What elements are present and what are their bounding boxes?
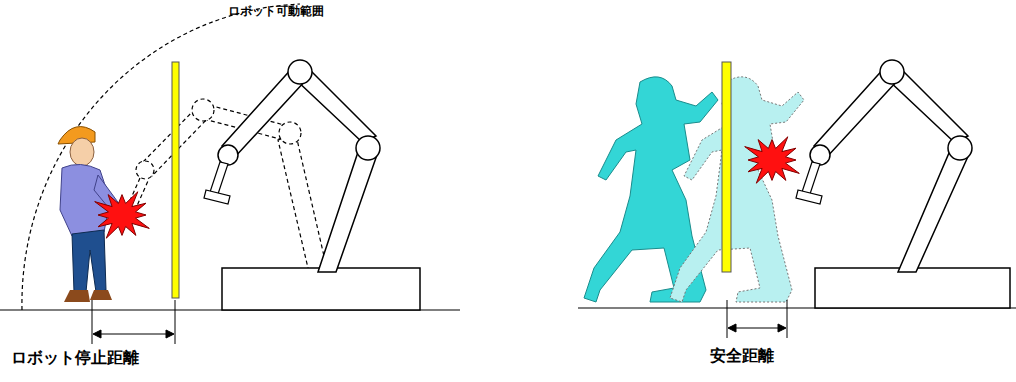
safety-fence: [722, 62, 731, 272]
robot-arm: [796, 60, 1010, 308]
dimension-label: ロボット停止距離: [11, 348, 139, 367]
range-label: ロボット可動範囲: [228, 4, 324, 18]
robot-arm: [204, 60, 420, 310]
robot-arm-extended: [116, 99, 330, 285]
impact-bursts: [95, 137, 800, 238]
dimension-safe: [727, 300, 787, 338]
safety-fence: [172, 62, 179, 298]
impact-burst: [95, 192, 150, 238]
person-silhouette-ghost: [670, 77, 804, 302]
dimension-stop: [92, 300, 175, 344]
range-arc: [22, 4, 300, 310]
impact-burst: [745, 137, 800, 183]
dimension-label: 安全距離: [710, 346, 774, 365]
